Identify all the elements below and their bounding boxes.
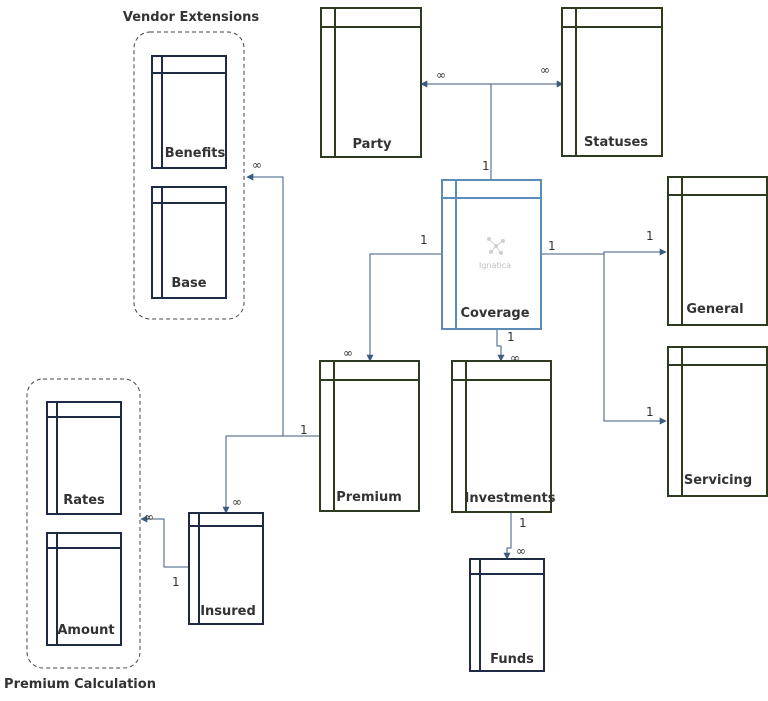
card-rates-many: ∞ — [144, 510, 154, 524]
connector-coverage-investments — [496, 329, 505, 362]
table-insured[interactable]: Insured — [188, 512, 264, 625]
table-benefits[interactable]: Benefits — [151, 55, 227, 169]
table-base[interactable]: Base — [151, 186, 227, 299]
card-insured-many: ∞ — [232, 495, 242, 509]
table-general-label: General — [686, 302, 743, 317]
table-benefits-label: Benefits — [165, 146, 226, 161]
table-investments-label: Investments — [465, 491, 556, 506]
table-statuses-label: Statuses — [584, 135, 648, 150]
connector-coverage-servicing — [603, 254, 667, 425]
table-general[interactable]: General — [667, 176, 768, 326]
table-rates[interactable]: Rates — [46, 401, 122, 515]
card-statuses-many: ∞ — [540, 63, 550, 77]
table-servicing[interactable]: Servicing — [667, 346, 768, 497]
cardinality-labels: ∞ ∞ 1 1 1 1 1 ∞ 1 ∞ ∞ 1 ∞ ∞ 1 1 ∞ — [144, 63, 654, 589]
table-amount[interactable]: Amount — [46, 532, 122, 646]
connectors — [140, 80, 667, 568]
table-rates-label: Rates — [63, 493, 105, 508]
table-amount-label: Amount — [57, 623, 114, 638]
ignatica-watermark: Ignatica — [479, 261, 511, 270]
table-funds-label: Funds — [490, 652, 534, 667]
card-party-many: ∞ — [436, 68, 446, 82]
card-servicing-one: 1 — [646, 405, 654, 419]
table-insured-label: Insured — [200, 604, 256, 619]
connector-coverage-party — [420, 80, 492, 180]
group-premium-calculation: Premium Calculation — [4, 378, 156, 692]
connector-coverage-premium — [366, 253, 442, 362]
table-party-label: Party — [352, 137, 392, 152]
vendor-extensions-title: Vendor Extensions — [123, 10, 260, 25]
card-insured-one: 1 — [172, 575, 180, 589]
table-premium[interactable]: Premium — [319, 360, 420, 512]
card-coverage-one-top: 1 — [482, 159, 490, 173]
table-investments[interactable]: Investments — [451, 360, 556, 513]
table-coverage[interactable]: Ignatica Coverage — [441, 179, 542, 330]
connector-coverage-general — [541, 248, 667, 256]
connector-premium-insured — [222, 435, 283, 514]
card-premium-one: 1 — [300, 423, 308, 437]
connector-insured-rates — [140, 515, 189, 568]
table-party[interactable]: Party — [320, 7, 422, 158]
table-base-label: Base — [171, 276, 206, 291]
card-benefits-many: ∞ — [252, 158, 262, 172]
table-coverage-label: Coverage — [460, 306, 529, 321]
card-coverage-one-bottom: 1 — [507, 330, 515, 344]
group-vendor-extensions: Vendor Extensions — [123, 10, 260, 320]
connector-investments-funds — [503, 512, 512, 560]
card-coverage-one-right: 1 — [548, 239, 556, 253]
card-coverage-one-left: 1 — [420, 233, 428, 247]
premium-calculation-title: Premium Calculation — [4, 677, 156, 692]
table-funds[interactable]: Funds — [469, 558, 545, 672]
table-premium-label: Premium — [336, 490, 402, 505]
table-statuses[interactable]: Statuses — [561, 7, 663, 157]
table-servicing-label: Servicing — [684, 473, 752, 488]
card-funds-many: ∞ — [516, 544, 526, 558]
card-general-one: 1 — [646, 229, 654, 243]
card-investments-many: ∞ — [510, 351, 520, 365]
ignatica-logo: Ignatica — [479, 237, 511, 270]
card-investments-one: 1 — [519, 516, 527, 530]
card-premium-many: ∞ — [343, 346, 353, 360]
connector-premium-benefits — [246, 173, 320, 437]
